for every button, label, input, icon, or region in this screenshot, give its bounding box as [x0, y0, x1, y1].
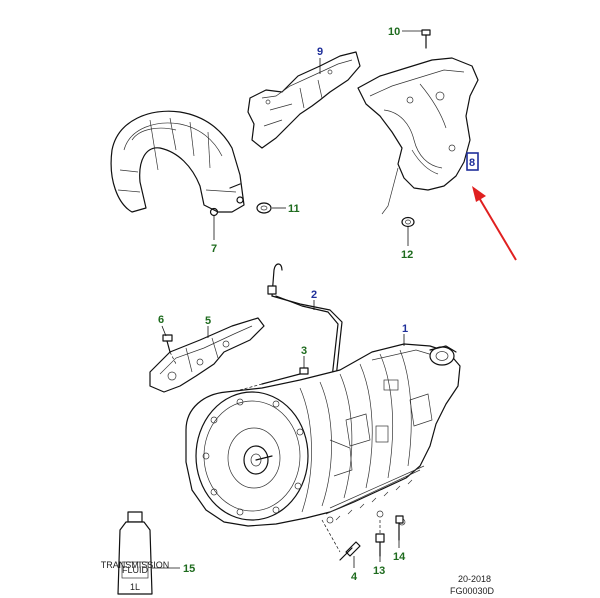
callout-1: 1 [402, 323, 408, 335]
highlight-arrow [472, 186, 517, 261]
part-13-plug [375, 533, 385, 557]
dashed-line-6 [169, 351, 177, 365]
dashed-line-4 [321, 519, 341, 553]
callout-10: 10 [388, 26, 400, 38]
bottle-label-line2: FLUID [122, 565, 149, 575]
callout-11: 11 [288, 203, 300, 215]
part-8-heat-shield [357, 57, 479, 215]
footer-date: 20-2018 [458, 574, 491, 584]
callout-2: 2 [311, 289, 317, 301]
dashed-line-3 [239, 383, 263, 391]
callout-9: 9 [317, 46, 323, 58]
part-12-clip [401, 216, 415, 228]
callout-15: 15 [183, 563, 195, 575]
callout-3: 3 [301, 345, 307, 357]
callout-8: 8 [469, 157, 475, 169]
footer-code: FG00030D [450, 586, 495, 596]
part-7-wheelhouse-shield [110, 110, 245, 217]
callout-12: 12 [401, 249, 413, 261]
part-6-bolt [162, 334, 173, 353]
bottle-label-line1: TRANSMISSION [101, 560, 170, 570]
part-9-heat-shield [247, 51, 361, 149]
callout-4: 4 [351, 571, 358, 583]
bottle-volume: 1L [130, 582, 140, 592]
part-15-fluid-bottle: TRANSMISSION FLUID 1L [101, 511, 170, 595]
part-14-plug [395, 515, 404, 541]
part-4-drain-plug [339, 541, 361, 561]
callout-14: 14 [393, 551, 406, 563]
callout-13: 13 [373, 565, 385, 577]
part-10-bolt [421, 29, 431, 49]
part-11-clip [256, 202, 272, 214]
callout-7: 7 [211, 243, 217, 255]
part-5-mounting-bracket [149, 317, 265, 393]
part-1-transmission [185, 343, 461, 527]
callout-5: 5 [205, 315, 211, 327]
callout-6: 6 [158, 314, 164, 326]
part-8-highlight-box [466, 152, 479, 171]
leader-6 [161, 325, 167, 337]
